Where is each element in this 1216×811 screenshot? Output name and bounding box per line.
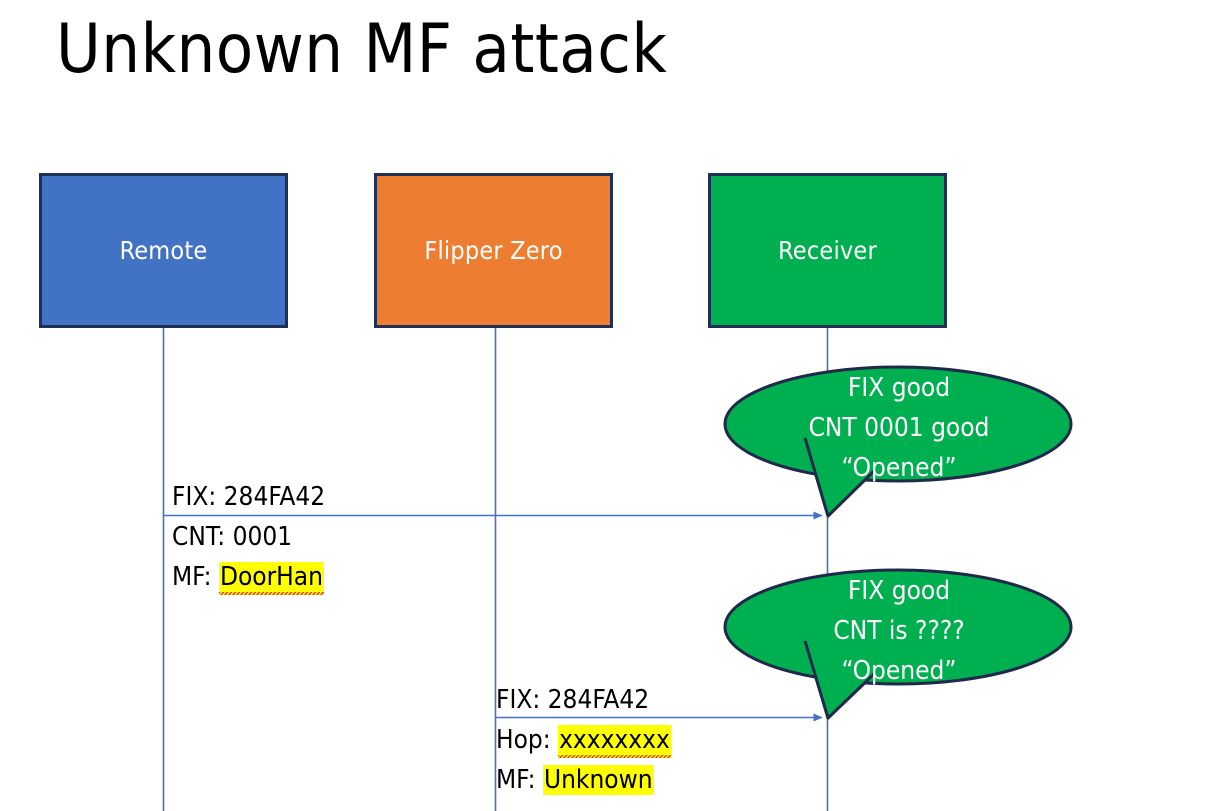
message-label-1: FIX: 284FA42 CNT: 0001 MF: DoorHan <box>172 477 325 597</box>
message-1-line-mf: MF: DoorHan <box>172 557 325 597</box>
message-2-line-mf: MF: Unknown <box>496 760 671 800</box>
page-title: Unknown MF attack <box>56 10 668 89</box>
message-1-mf-prefix: MF: <box>172 562 219 592</box>
message-2-hop-value: xxxxxxxx <box>558 725 671 758</box>
actor-label-remote: Remote <box>119 236 208 265</box>
message-1-line-cnt: CNT: 0001 <box>172 522 293 552</box>
actor-label-flipper: Flipper Zero <box>424 236 563 265</box>
actor-box-flipper[interactable]: Flipper Zero <box>374 173 613 328</box>
message-1-mf-value: DoorHan <box>218 562 324 595</box>
actor-label-receiver: Receiver <box>778 236 877 265</box>
message-label-2: FIX: 284FA42 Hop: xxxxxxxx MF: Unknown <box>496 680 671 800</box>
actor-box-remote[interactable]: Remote <box>39 173 288 328</box>
message-1-line-fix: FIX: 284FA42 <box>172 482 326 512</box>
message-2-hop-prefix: Hop: <box>496 725 559 755</box>
message-2-line-fix: FIX: 284FA42 <box>496 685 650 715</box>
message-2-mf-prefix: MF: <box>496 765 543 795</box>
callout-bubble-1 <box>723 365 1073 518</box>
message-2-line-hop: Hop: xxxxxxxx <box>496 720 671 760</box>
message-2-mf-value: Unknown <box>542 765 654 795</box>
actor-box-receiver[interactable]: Receiver <box>708 173 947 328</box>
callout-bubble-2 <box>723 568 1073 720</box>
